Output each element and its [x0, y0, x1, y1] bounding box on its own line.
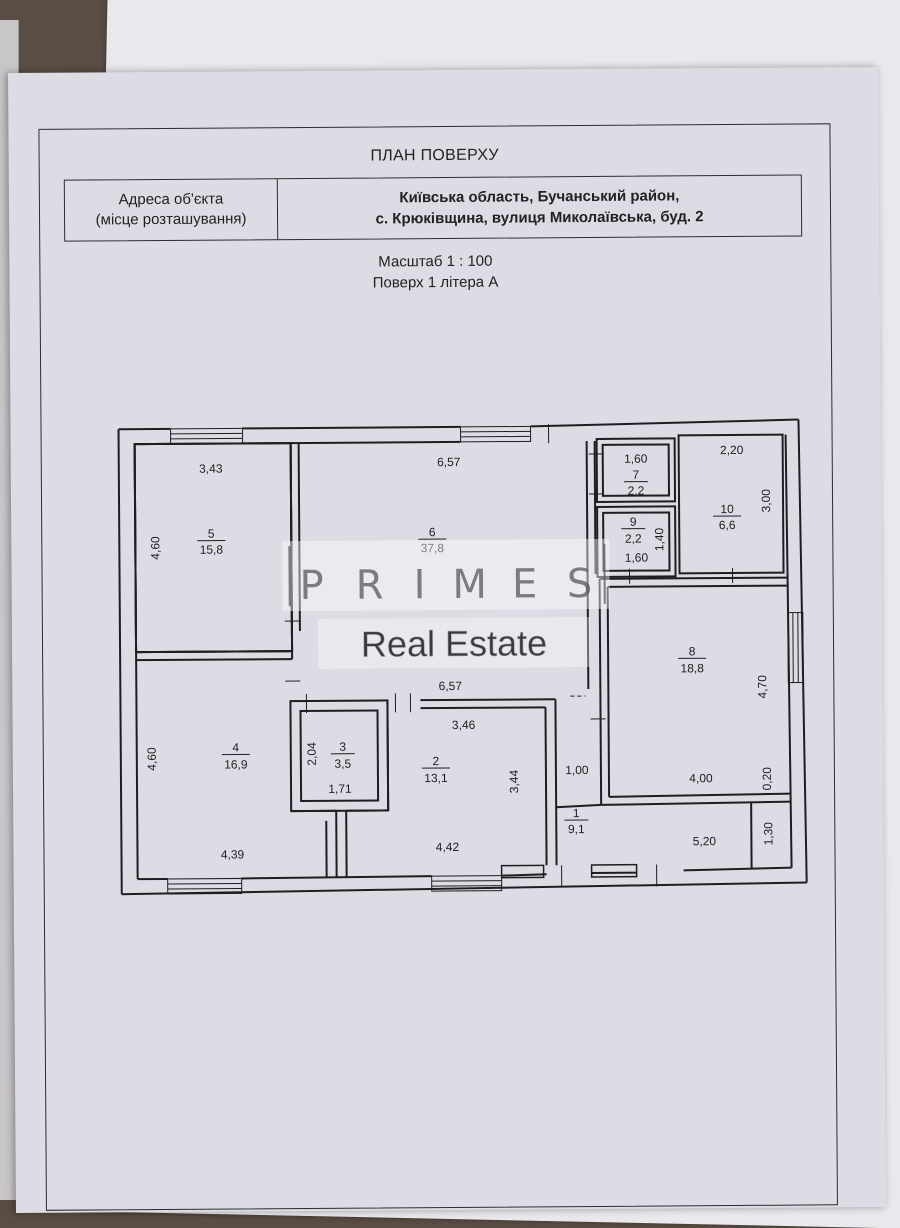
dim-r2-bottom: 4,42	[436, 840, 460, 854]
dim-r10-width: 2,20	[720, 443, 744, 457]
dim-r5-width: 3,43	[199, 462, 223, 476]
room-9-number: 9	[630, 515, 637, 529]
room-10-area: 6,6	[719, 518, 736, 532]
room-1-area: 9,1	[568, 822, 585, 836]
dim-r10-height: 3,00	[759, 489, 773, 513]
dim-r4-height: 4,60	[145, 747, 159, 771]
room-3-number: 3	[339, 740, 346, 754]
room-9-area: 2,2	[625, 532, 642, 546]
dim-r1-small: 1,00	[565, 763, 589, 777]
room-2-area: 13,1	[424, 771, 448, 785]
document-sheet: ПЛАН ПОВЕРХУ Адреса об'єкта (місце розта…	[8, 67, 886, 1213]
watermark-letter-e: E	[512, 561, 538, 607]
room-5-area: 15,8	[200, 543, 224, 557]
dim-r9-height: 1,40	[652, 527, 666, 551]
room-5-number: 5	[208, 527, 215, 541]
room-1-number: 1	[573, 806, 580, 820]
room-10-number: 10	[720, 502, 734, 516]
watermark-letter-i: I	[414, 562, 426, 608]
dim-r8-small: 0,20	[760, 767, 774, 791]
dim-r4-width: 4,39	[221, 847, 245, 861]
room-4-number: 4	[232, 740, 239, 754]
watermark-subtitle: Real Estate	[361, 622, 547, 664]
floor-plan: 5 15,8 6 37,8 7 2,2 9 2,2 10 6,6 8 18,8 …	[8, 67, 886, 1213]
dim-r7-width: 1,60	[624, 452, 648, 466]
dim-r1-width: 5,20	[693, 834, 717, 848]
room-3-area: 3,5	[334, 757, 351, 771]
watermark-letter-p: P	[299, 563, 323, 609]
room-8-area: 18,8	[680, 661, 704, 675]
room-4-area: 16,9	[224, 757, 248, 771]
dim-r8-height: 4,70	[755, 675, 769, 699]
dim-r2-height: 3,44	[507, 769, 521, 793]
room-6-number: 6	[429, 525, 436, 539]
watermark: P R I M E S Real Estate	[282, 539, 610, 669]
watermark-letter-r: R	[356, 562, 384, 608]
dim-r3-height: 2,04	[305, 742, 319, 766]
room-7-area: 2,2	[628, 484, 645, 498]
watermark-letter-s: S	[567, 561, 593, 607]
room-2-number: 2	[432, 754, 439, 768]
dim-r3-width: 1,71	[328, 782, 352, 796]
dim-r6-top: 6,57	[437, 455, 461, 469]
room-7-number: 7	[632, 468, 639, 482]
dim-r8-width: 4,00	[689, 771, 713, 785]
dim-r5-height: 4,60	[148, 536, 162, 560]
room-8-number: 8	[689, 644, 696, 658]
dim-r6-bottom: 6,57	[439, 679, 463, 693]
dim-r2-top: 3,46	[452, 718, 476, 732]
dim-r9-width: 1,60	[625, 551, 649, 565]
dim-r1-height: 1,30	[761, 822, 775, 846]
watermark-letter-m: M	[452, 562, 487, 608]
